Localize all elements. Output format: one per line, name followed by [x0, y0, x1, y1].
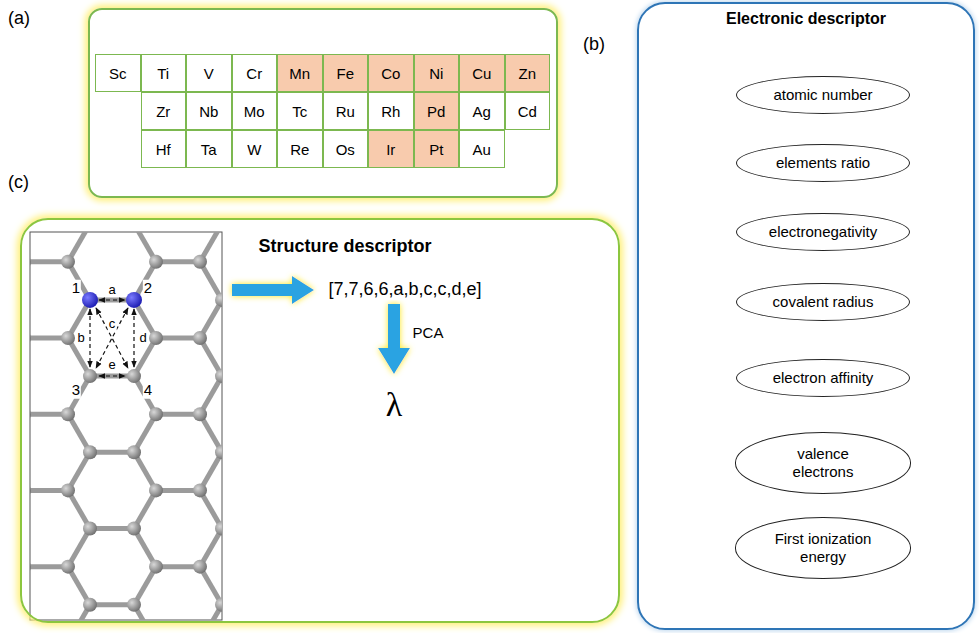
descriptor-text: atomic number — [773, 86, 872, 104]
element-cell: Ti — [141, 54, 187, 92]
element-cell: Os — [323, 130, 369, 168]
atom-number: 4 — [143, 382, 153, 399]
element-symbol: Tc — [292, 103, 307, 120]
panel-letter: (b) — [583, 34, 605, 55]
element-cell: Ta — [186, 130, 232, 168]
eigen-symbol: λ — [385, 386, 404, 423]
element-cell: Zr — [141, 92, 187, 130]
element-symbol: Ru — [336, 103, 355, 120]
distance-arrows — [90, 300, 134, 376]
descriptor-text: First ionization energy — [767, 530, 879, 566]
element-cell: Hf — [141, 130, 187, 168]
descriptor-ellipse: electronegativity — [736, 213, 910, 251]
atom-number: 1 — [71, 280, 81, 297]
descriptor-text: elements ratio — [776, 154, 870, 172]
panel: (b)Electronic descriptoratomic numberele… — [637, 2, 975, 630]
step-label: PCA — [412, 325, 445, 342]
descriptor-ellipse: First ionization energy — [735, 517, 910, 578]
element-symbol: Zr — [156, 103, 170, 120]
distance-label: e — [107, 358, 116, 372]
element-cell: Rh — [368, 92, 414, 130]
element-symbol: Os — [336, 141, 355, 158]
element-cell: Au — [459, 130, 505, 168]
element-symbol: Cu — [472, 65, 491, 82]
element-symbol: W — [247, 141, 261, 158]
atom-number: 2 — [143, 280, 153, 297]
element-cell: Sc — [95, 54, 141, 92]
element-symbol: Ni — [429, 65, 443, 82]
atom-number: 3 — [71, 382, 81, 399]
graphene-lattice — [30, 232, 222, 620]
element-symbol: Ta — [201, 141, 217, 158]
descriptor-ellipse: electron affinity — [736, 359, 910, 397]
descriptor-vector: [7,7,6,6,a,b,c,c,d,e] — [327, 280, 482, 300]
element-symbol: Mo — [244, 103, 265, 120]
element-cell: V — [186, 54, 232, 92]
element-symbol: Zn — [518, 65, 536, 82]
element-cell: Mn — [277, 54, 323, 92]
element-cell: Cr — [232, 54, 278, 92]
distance-label: a — [107, 283, 116, 297]
distance-label: b — [76, 331, 85, 345]
element-symbol: Pd — [427, 103, 445, 120]
element-symbol: Nb — [199, 103, 218, 120]
descriptor-ellipse: covalent radius — [736, 283, 910, 321]
graphene-frame — [30, 232, 222, 620]
element-cell: Co — [368, 54, 414, 92]
element-symbol: Fe — [336, 65, 354, 82]
descriptor-ellipse: atomic number — [736, 76, 910, 114]
distance-label: c — [108, 317, 117, 331]
element-cell: Nb — [186, 92, 232, 130]
panel: (c)Structure descriptor — [20, 218, 620, 623]
element-symbol: V — [204, 65, 214, 82]
element-cell: Zn — [505, 54, 551, 92]
element-symbol: Au — [473, 141, 491, 158]
element-symbol: Sc — [109, 65, 127, 82]
element-symbol: Mn — [289, 65, 310, 82]
element-symbol: Cr — [246, 65, 262, 82]
panel-letter: (a) — [8, 8, 30, 29]
element-symbol: Rh — [381, 103, 400, 120]
descriptor-ellipse: elements ratio — [736, 144, 910, 182]
element-cell: W — [232, 130, 278, 168]
element-symbol: Ti — [157, 65, 169, 82]
descriptor-text: electronegativity — [769, 223, 877, 241]
element-symbol: Cd — [518, 103, 537, 120]
descriptor-text: electron affinity — [773, 369, 874, 387]
element-cell: Ru — [323, 92, 369, 130]
element-symbol: Ag — [473, 103, 491, 120]
panel-title: Structure descriptor — [258, 236, 431, 257]
element-cell: Cu — [459, 54, 505, 92]
element-cell: Mo — [232, 92, 278, 130]
element-cell: Fe — [323, 54, 369, 92]
element-symbol: Ir — [386, 141, 395, 158]
element-cell: Ni — [414, 54, 460, 92]
element-symbol: Hf — [156, 141, 171, 158]
descriptor-ellipse: valence electrons — [735, 432, 910, 493]
element-cell: Pt — [414, 130, 460, 168]
element-symbol: Re — [290, 141, 309, 158]
descriptor-text: valence electrons — [767, 445, 879, 481]
element-cell: Re — [277, 130, 323, 168]
element-cell: Cd — [505, 92, 551, 130]
element-cell: Ir — [368, 130, 414, 168]
panel-letter: (c) — [8, 172, 29, 193]
distance-label: d — [138, 331, 147, 345]
panel: (a)ScTiVCrMnFeCoNiCuZnZrNbMoTcRuRhPdAgCd… — [88, 8, 558, 198]
element-cell: Pd — [414, 92, 460, 130]
element-symbol: Pt — [429, 141, 443, 158]
descriptor-text: covalent radius — [773, 293, 874, 311]
panel-title: Electronic descriptor — [726, 10, 886, 28]
element-symbol: Co — [381, 65, 400, 82]
element-cell: Tc — [277, 92, 323, 130]
element-cell: Ag — [459, 92, 505, 130]
